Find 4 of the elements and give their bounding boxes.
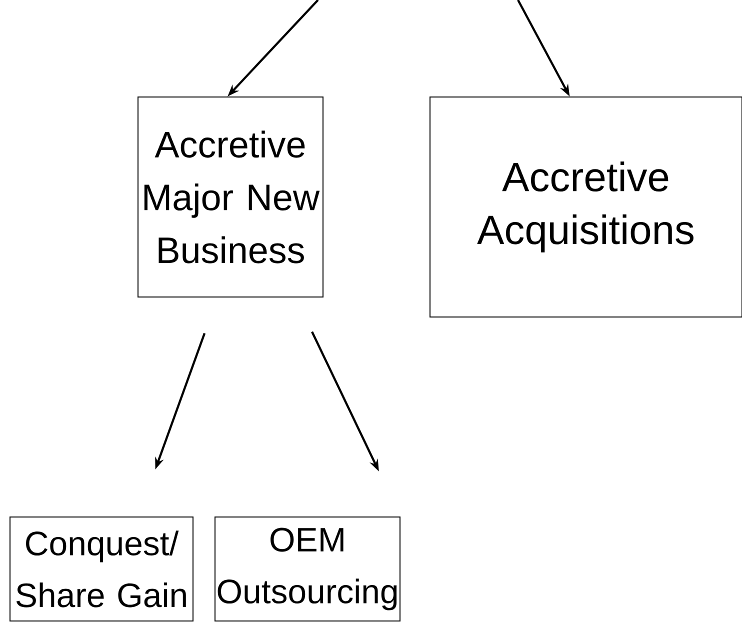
text-box: Accretive Major New Business	[138, 96, 324, 298]
text-box: Conquest/ Share Gain	[10, 516, 194, 622]
text-box: Accretive Acquisitions	[430, 96, 742, 318]
text-box: OEM Outsourcing	[214, 516, 400, 622]
